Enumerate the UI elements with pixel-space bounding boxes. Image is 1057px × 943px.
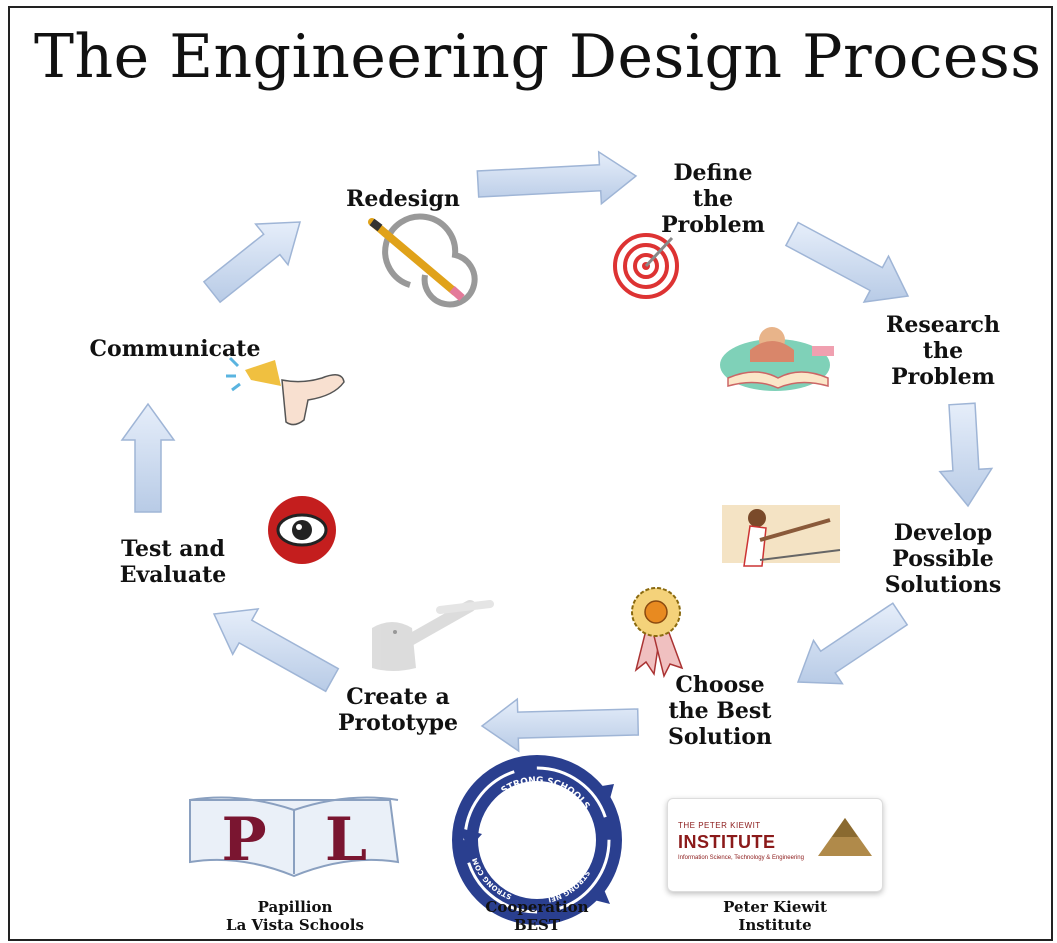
step-develop-line1: Develop: [893, 520, 993, 546]
best-ring-text-left: STRONG COMMUNITIES: [0, 0, 513, 901]
step-communicate-line1: Communicate: [89, 336, 261, 362]
arrow-research-to-develop: [938, 402, 994, 508]
step-research-line1: Research: [886, 312, 1000, 338]
worker-icon: [722, 505, 841, 567]
step-research-line2: the: [922, 338, 964, 364]
poster-frame: [8, 6, 1053, 941]
step-test-line1: Test and: [121, 536, 225, 562]
step-test: Test and Evaluate: [98, 536, 248, 588]
step-choose-line2: the Best: [668, 698, 772, 724]
kiewit-logo-top: THE PETER KIEWIT: [678, 821, 761, 830]
best-label-line1: Cooperation: [485, 898, 589, 916]
papillion-label-line1: Papillion: [257, 898, 333, 916]
step-research-line3: Problem: [891, 364, 995, 390]
arrow-develop-to-choose: [796, 602, 909, 685]
ribbon-award-icon: [631, 587, 684, 679]
pencil-spiral-icon: [368, 213, 478, 308]
step-define-line1: Define: [673, 160, 753, 186]
kiewit-logo-sub: Information Science, Technology & Engine…: [678, 855, 804, 861]
step-communicate: Communicate: [50, 336, 300, 362]
kiewit-label: Peter Kiewit Institute: [690, 898, 860, 934]
step-choose-line1: Choose: [675, 672, 765, 698]
best-ring-text-top: STRONG SCHOOLS: [500, 776, 592, 812]
step-develop-line3: Solutions: [884, 572, 1002, 598]
step-choose: Choose the Best Solution: [645, 672, 795, 750]
prototype-sketch-icon: [372, 600, 494, 671]
arrow-prototype-to-test: [212, 607, 340, 693]
arrow-communicate-to-redesign: [202, 221, 302, 304]
step-test-line2: Evaluate: [119, 562, 227, 588]
best-label: Cooperation BEST: [452, 898, 622, 934]
kiewit-label-line1: Peter Kiewit: [723, 898, 827, 916]
step-prototype-line1: Create a: [346, 684, 450, 710]
target-icon: [613, 233, 679, 299]
step-choose-line3: Solution: [667, 724, 773, 750]
megaphone-icon: [226, 356, 345, 426]
step-research: Research the Problem: [868, 312, 1018, 390]
step-define-line3: Problem: [661, 212, 765, 238]
papillion-label: Papillion La Vista Schools: [195, 898, 395, 934]
reading-student-icon: [720, 327, 834, 391]
papillion-label-line2: La Vista Schools: [226, 916, 364, 934]
eye-icon: [268, 496, 336, 564]
step-develop-line2: Possible: [892, 546, 994, 572]
arrow-test-to-communicate: [120, 402, 176, 513]
papillion-logo: P L: [189, 796, 400, 878]
step-develop: Develop Possible Solutions: [868, 520, 1018, 598]
pl-mark-p: P: [221, 805, 266, 875]
best-logo: [452, 755, 622, 925]
step-define: Define the Problem: [648, 160, 778, 238]
step-redesign: Redesign: [318, 186, 488, 212]
page-title: The Engineering Design Process: [34, 22, 1042, 92]
arrow-define-to-research: [784, 221, 910, 303]
step-define-line2: the: [692, 186, 734, 212]
arrow-redesign-to-define: [476, 150, 638, 206]
kiewit-logo-main: INSTITUTE: [678, 832, 776, 852]
arrow-choose-to-prototype: [480, 697, 640, 753]
step-redesign-line1: Redesign: [346, 186, 460, 212]
pl-mark-l: L: [325, 805, 367, 875]
kiewit-label-line2: Institute: [738, 916, 812, 934]
best-ring-text-right: STRONG NEIGHBORHOODS: [0, 0, 591, 904]
step-prototype-line2: Prototype: [338, 710, 458, 736]
best-label-line2: BEST: [513, 916, 561, 934]
step-prototype: Create a Prototype: [318, 684, 478, 736]
